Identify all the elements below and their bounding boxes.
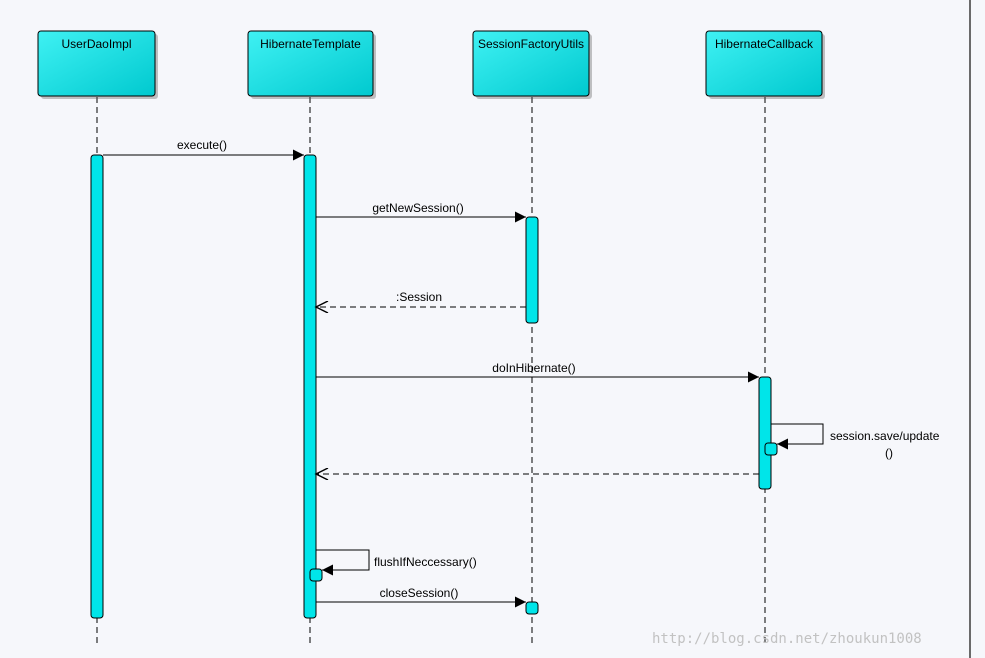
- participant-hibernatecallback[interactable]: HibernateCallback: [705, 30, 825, 99]
- activation-sessionfactoryutils-closesession[interactable]: [525, 601, 539, 615]
- activation-hibernatetemplate-self[interactable]: [309, 568, 323, 582]
- activation-sessionfactoryutils-getnewsession[interactable]: [525, 216, 539, 324]
- activation-userdaoimpl[interactable]: [90, 154, 104, 619]
- message-execute[interactable]: execute(): [103, 138, 304, 161]
- activation-hibernatecallback-self[interactable]: [764, 442, 778, 456]
- message-doinhibernate-label: doInHibernate(): [492, 361, 575, 375]
- participant-userdaoimpl-label: UserDaoImpl: [61, 37, 131, 51]
- message-getnewsession-label: getNewSession(): [372, 201, 463, 215]
- message-flushifneccessary-label: flushIfNeccessary(): [374, 555, 477, 569]
- participant-hibernatetemplate[interactable]: HibernateTemplate: [247, 30, 376, 99]
- message-session-return[interactable]: :Session: [316, 290, 526, 307]
- activations: [90, 154, 778, 619]
- message-session-save-update-label-line2: (): [885, 446, 893, 460]
- activation-hibernatetemplate[interactable]: [303, 154, 317, 619]
- watermark: http://blog.csdn.net/zhoukun1008: [652, 631, 922, 647]
- activation-hibernatecallback[interactable]: [758, 376, 772, 490]
- message-closesession[interactable]: closeSession(): [316, 586, 526, 608]
- message-execute-label: execute(): [177, 138, 227, 152]
- message-getnewsession[interactable]: getNewSession(): [316, 201, 526, 223]
- message-closesession-label: closeSession(): [380, 586, 459, 600]
- message-session-save-update-label-line1: session.save/update: [830, 429, 940, 443]
- message-flushifneccessary[interactable]: flushIfNeccessary(): [316, 549, 477, 576]
- participant-sessionfactoryutils[interactable]: SessionFactoryUtils: [472, 30, 592, 99]
- message-session-save-update[interactable]: session.save/update (): [771, 423, 940, 460]
- message-session-return-label: :Session: [396, 290, 442, 304]
- message-doinhibernate[interactable]: doInHibernate(): [316, 361, 759, 383]
- participant-hibernatecallback-label: HibernateCallback: [715, 37, 814, 51]
- participant-hibernatetemplate-label: HibernateTemplate: [260, 37, 361, 51]
- participant-userdaoimpl[interactable]: UserDaoImpl: [37, 30, 158, 99]
- participant-sessionfactoryutils-label: SessionFactoryUtils: [478, 37, 584, 51]
